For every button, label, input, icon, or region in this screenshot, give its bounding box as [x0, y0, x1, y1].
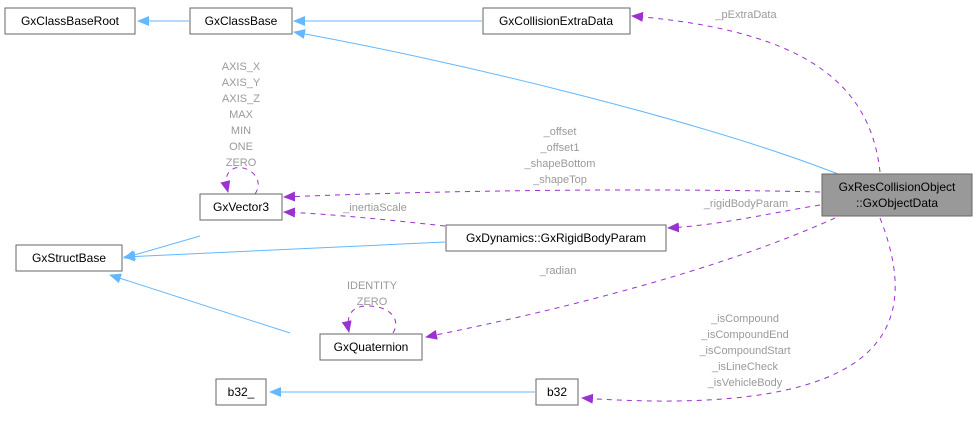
edge-rigidbodyparam	[667, 204, 821, 233]
edge-offset	[283, 189, 821, 202]
label-iscompoundstart: _isCompoundStart	[698, 345, 790, 357]
label-vector3-one: ONE	[229, 141, 253, 153]
node-label: GxClassBase	[205, 14, 278, 28]
edge-inertiascale	[283, 207, 446, 227]
node-gxclassbaseroot[interactable]: GxClassBaseRoot	[4, 7, 136, 35]
node-label: GxCollisionExtraData	[499, 14, 613, 28]
label-inertiascale: _inertiaScale	[342, 202, 407, 214]
node-gxvector3[interactable]: GxVector3	[199, 193, 283, 221]
label-offset1: _offset1	[540, 142, 580, 154]
node-label-line2: ::GxObjectData	[856, 196, 938, 210]
node-label: GxClassBaseRoot	[21, 14, 120, 28]
edge-rigidbody-to-structbase	[123, 241, 446, 262]
node-label-line1: GxResCollisionObject	[839, 180, 956, 194]
node-gxrigidbodyparam[interactable]: GxDynamics::GxRigidBodyParam	[445, 224, 667, 252]
usage-edges	[220, 11, 896, 404]
node-label: b32	[547, 385, 567, 399]
label-vector3-axis-y: AXIS_Y	[222, 77, 261, 89]
edge-quaternion-self	[341, 305, 397, 334]
edge-vector3-to-structbase	[123, 235, 201, 260]
label-radian: _radian	[539, 265, 577, 277]
label-vector3-axis-z: AXIS_Z	[222, 93, 260, 105]
edge-pextradata	[631, 11, 881, 173]
node-b32[interactable]: b32	[535, 378, 579, 406]
node-label: GxQuaternion	[334, 340, 409, 354]
inheritance-edges	[109, 16, 839, 397]
node-label: GxVector3	[213, 200, 269, 214]
label-iscompound: _isCompound	[710, 313, 779, 325]
label-vector3-max: MAX	[229, 109, 254, 121]
node-label: GxDynamics::GxRigidBodyParam	[466, 231, 646, 245]
label-shapebottom: _shapeBottom	[524, 158, 596, 170]
node-label: GxStructBase	[32, 251, 106, 265]
label-islinecheck: _isLineCheck	[711, 361, 779, 373]
node-gxcollisionextradata[interactable]: GxCollisionExtraData	[482, 7, 631, 35]
node-gxclassbase[interactable]: GxClassBase	[189, 7, 293, 35]
edge-focus-to-classbase	[293, 29, 839, 175]
node-gxstructbase[interactable]: GxStructBase	[15, 244, 123, 272]
edge-radian	[425, 217, 836, 340]
node-gxobjectdata-focus[interactable]: GxResCollisionObject ::GxObjectData	[821, 173, 973, 217]
edge-labels: _pExtraData AXIS_X AXIS_Y AXIS_Z MAX MIN…	[222, 9, 791, 389]
label-quaternion-zero: ZERO	[357, 296, 388, 308]
edge-b32	[581, 217, 896, 404]
label-quaternion-identity: IDENTITY	[347, 280, 398, 292]
label-vector3-min: MIN	[231, 125, 251, 137]
label-pextradata: _pExtraData	[714, 9, 777, 21]
label-vector3-zero: ZERO	[226, 157, 257, 169]
label-isvehiclebody: _isVehicleBody	[707, 377, 783, 389]
node-label: b32_	[228, 385, 255, 399]
edge-quaternion-to-structbase	[109, 273, 291, 334]
label-vector3-axis-x: AXIS_X	[222, 61, 261, 73]
node-b32_[interactable]: b32_	[215, 378, 267, 406]
edge-vector3-self	[220, 167, 259, 195]
label-iscompoundend: _isCompoundEnd	[700, 329, 788, 341]
label-shapetop: _shapeTop	[532, 174, 587, 186]
label-offset: _offset	[543, 126, 577, 138]
node-gxquaternion[interactable]: GxQuaternion	[319, 333, 423, 361]
label-rigidbodyparam: _rigidBodyParam	[703, 198, 788, 210]
